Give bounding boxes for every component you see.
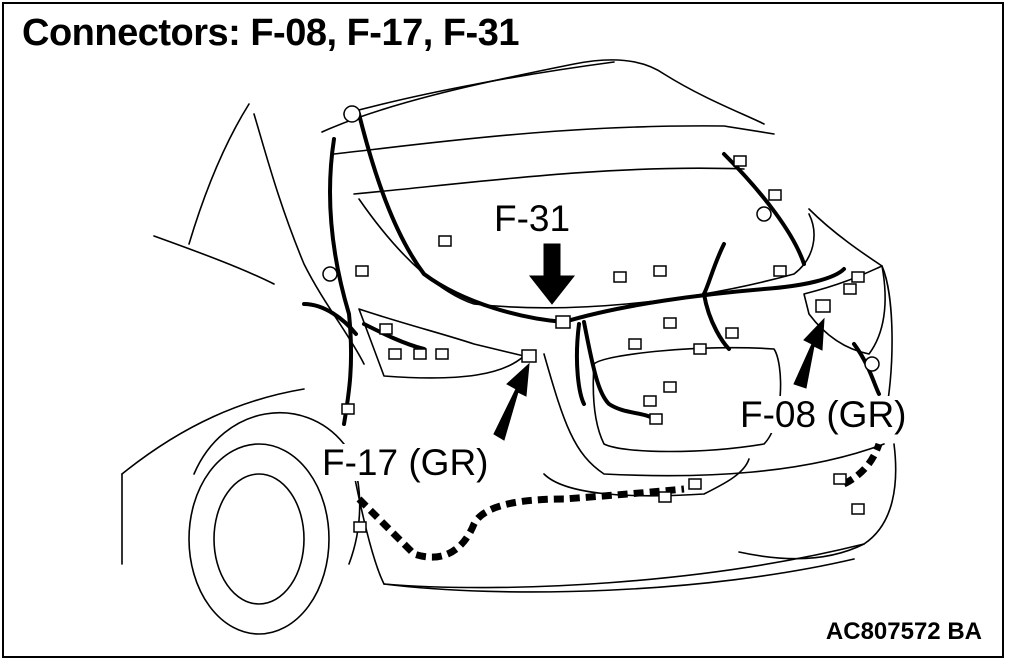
roof-outline (321, 59, 765, 133)
label-f31: F-31 (494, 198, 571, 239)
side-body-line (121, 388, 305, 475)
figure-code: AC807572 BA (825, 618, 982, 645)
diagram-title: Connectors: F-08, F-17, F-31 (22, 14, 525, 52)
car-rear-illustration (121, 59, 897, 635)
wheel-arch (193, 412, 361, 565)
rear-bumper (353, 443, 897, 589)
left-tail-lamp (358, 308, 525, 379)
arrow-f31 (528, 243, 576, 305)
bumper-harness (356, 485, 685, 561)
wire-harness (302, 112, 881, 426)
arrow-f17 (493, 362, 530, 441)
label-f08: F-08 (GR) (740, 394, 907, 435)
connector-blocks (341, 155, 865, 533)
arrow-f08 (793, 317, 825, 389)
rear-tire (188, 443, 330, 635)
pointer-arrows (493, 243, 825, 441)
label-f17: F-17 (GR) (322, 442, 489, 483)
license-plate-recess (592, 346, 782, 453)
c-pillar (253, 113, 365, 365)
